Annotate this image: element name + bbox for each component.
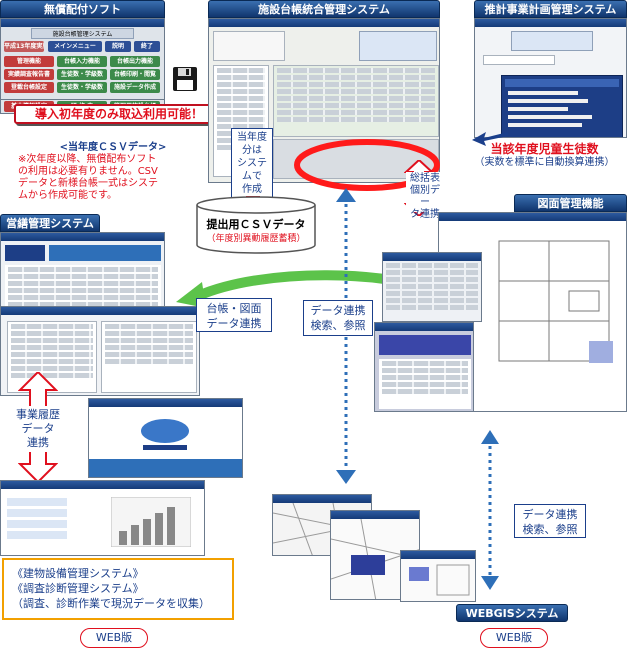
webgis-screenshot-2 xyxy=(330,510,420,600)
menu-button-1[interactable]: 説明 xyxy=(105,41,131,52)
menu-button-4[interactable]: 台帳入力機能 xyxy=(57,56,107,67)
drawing-mgmt-screenshot-3 xyxy=(374,322,474,412)
free-software-title: 無償配付ソフト xyxy=(0,0,165,18)
csv-database-icon xyxy=(196,196,316,254)
center-dotted-arrow xyxy=(336,188,356,484)
ledger-drawing-line-2: データ連携 xyxy=(206,317,262,330)
current-year-note: 当該年度児童生徒数 （実数を標準に自動換算連携） xyxy=(462,142,627,170)
web-systems-box: 《建物設備管理システム》 《調査診断管理システム》 （調査、診断作業で現況データ… xyxy=(2,558,234,620)
csv-note-line-1: ※次年度以降、無償配布ソフト xyxy=(18,154,157,165)
current-year-callout-line-2: 分は xyxy=(242,145,262,156)
business-mgmt-screenshot-2 xyxy=(0,306,200,396)
menu-button-8[interactable]: 台帳印刷・閲覧 xyxy=(110,69,160,80)
menu-button-7[interactable]: 生徒数・学級数 xyxy=(57,69,107,80)
menu-button-10[interactable]: 生徒数・学級数 xyxy=(57,82,107,93)
facility-ledger-title: 施設台帳統合管理システム xyxy=(208,0,440,18)
ledger-drawing-line-1: 台帳・図面 xyxy=(206,302,262,315)
main-menu-label: メインメニュー xyxy=(48,41,102,52)
csv-note-heading: <当年度ＣＳＶデータ> xyxy=(59,142,167,153)
csv-note-line-3: データと新様台帳一式はシステ xyxy=(18,178,158,189)
free-software-screenshot: 施設台帳管理システム 平成13年度実施調査 メインメニュー 説明 終了 管理機能… xyxy=(0,18,165,100)
web-dashboard-screenshot xyxy=(0,480,205,556)
ledger-link-line-1: 総括表 xyxy=(410,173,440,184)
system-logo-icon xyxy=(141,419,189,450)
current-year-note-title: 当該年度児童生徒数 xyxy=(490,142,599,156)
csv-database-label: 提出用ＣＳＶデータ （年度別異動履歴蓄積） xyxy=(195,218,317,246)
csv-note: <当年度ＣＳＶデータ> ※次年度以降、無償配布ソフト の利用は必要有りません。C… xyxy=(18,142,208,202)
first-year-banner: 導入初年度のみ取込利用可能！ xyxy=(14,104,224,124)
history-line-3: 連携 xyxy=(27,436,49,449)
menu-button-6[interactable]: 実績調査報告書 xyxy=(4,69,54,80)
drawing-mgmt-screenshot-2 xyxy=(382,252,482,322)
csv-note-line-4: ムから作成可能です。 xyxy=(18,190,117,201)
webgis-screenshot-3 xyxy=(400,550,476,602)
csv-database-title: 提出用ＣＳＶデータ xyxy=(206,218,306,231)
web-badge-right-text: WEB版 xyxy=(495,631,533,644)
web-badge-right: WEB版 xyxy=(480,628,548,648)
current-year-callout-line-1: 当年度 xyxy=(237,132,267,143)
data-search-line-2: 検索、参照 xyxy=(310,319,366,332)
web-badge-left-text: WEB版 xyxy=(95,631,133,644)
repair-plan-title: 推計事業計画管理システム xyxy=(474,0,627,18)
login-screenshot xyxy=(88,398,243,478)
current-year-callout-line-4: ムで xyxy=(242,171,262,182)
bar-chart-icon xyxy=(111,497,191,547)
repair-plan-screenshot xyxy=(474,18,627,138)
data-search-line-1: データ連携 xyxy=(310,304,366,317)
history-line-2: データ xyxy=(21,422,55,435)
current-year-callout-line-3: システ xyxy=(237,158,267,169)
csv-database-subtitle: （年度別異動履歴蓄積） xyxy=(206,234,306,244)
data-search-callout: データ連携 検索、参照 xyxy=(303,300,373,336)
right-dotted-arrow xyxy=(481,430,499,590)
history-callout: 事業履歴 データ 連携 xyxy=(12,406,64,452)
floppy-disk-icon xyxy=(173,67,197,91)
business-mgmt-title: 営繕管理システム xyxy=(0,214,100,232)
history-line-1: 事業履歴 xyxy=(16,408,60,421)
web-badge-left: WEB版 xyxy=(80,628,148,648)
web-systems-line-3: （調査、診断作業で現況データを収集） xyxy=(12,597,210,610)
menu-button-5[interactable]: 台帳出力機能 xyxy=(110,56,160,67)
ledger-link-line-2: 個別デー xyxy=(410,185,440,208)
free-software-window-title: 施設台帳管理システム xyxy=(31,28,134,39)
data-search2-line-2: 検索、参照 xyxy=(522,523,578,536)
menu-button-3[interactable]: 管理機能 xyxy=(4,56,54,67)
web-systems-line-1: 《建物設備管理システム》 xyxy=(12,567,144,580)
menu-button-2[interactable]: 終了 xyxy=(134,41,160,52)
menu-button-11[interactable]: 施設データ作成 xyxy=(110,82,160,93)
current-year-note-subtitle: （実数を標準に自動換算連携） xyxy=(474,157,615,168)
floorplan-drawing xyxy=(498,240,613,363)
csv-note-line-2: の利用は必要有りません。CSV xyxy=(18,166,158,177)
first-year-banner-text: 導入初年度のみ取込利用可能！ xyxy=(34,107,203,121)
highlight-ring xyxy=(294,139,440,191)
current-year-callout-line-5: 作成 xyxy=(242,184,262,195)
menu-button-9[interactable]: 登載台帳設定 xyxy=(4,82,54,93)
webgis-title: WEBGISシステム xyxy=(456,604,568,622)
data-search2-line-1: データ連携 xyxy=(522,508,578,521)
ledger-link-callout: 総括表 個別デー タ連携 xyxy=(406,172,444,220)
current-year-callout: 当年度 分は システ ムで 作成 xyxy=(231,128,273,198)
ledger-drawing-callout: 台帳・図面 データ連携 xyxy=(196,298,272,332)
web-systems-line-2: 《調査診断管理システム》 xyxy=(12,582,144,595)
data-search2-callout: データ連携 検索、参照 xyxy=(514,504,586,538)
drawing-mgmt-title: 図面管理機能 xyxy=(514,194,627,212)
ledger-link-line-3: タ連携 xyxy=(410,209,440,220)
current-year-arrow xyxy=(472,132,508,146)
menu-button-0[interactable]: 平成13年度実施調査 xyxy=(4,41,44,52)
